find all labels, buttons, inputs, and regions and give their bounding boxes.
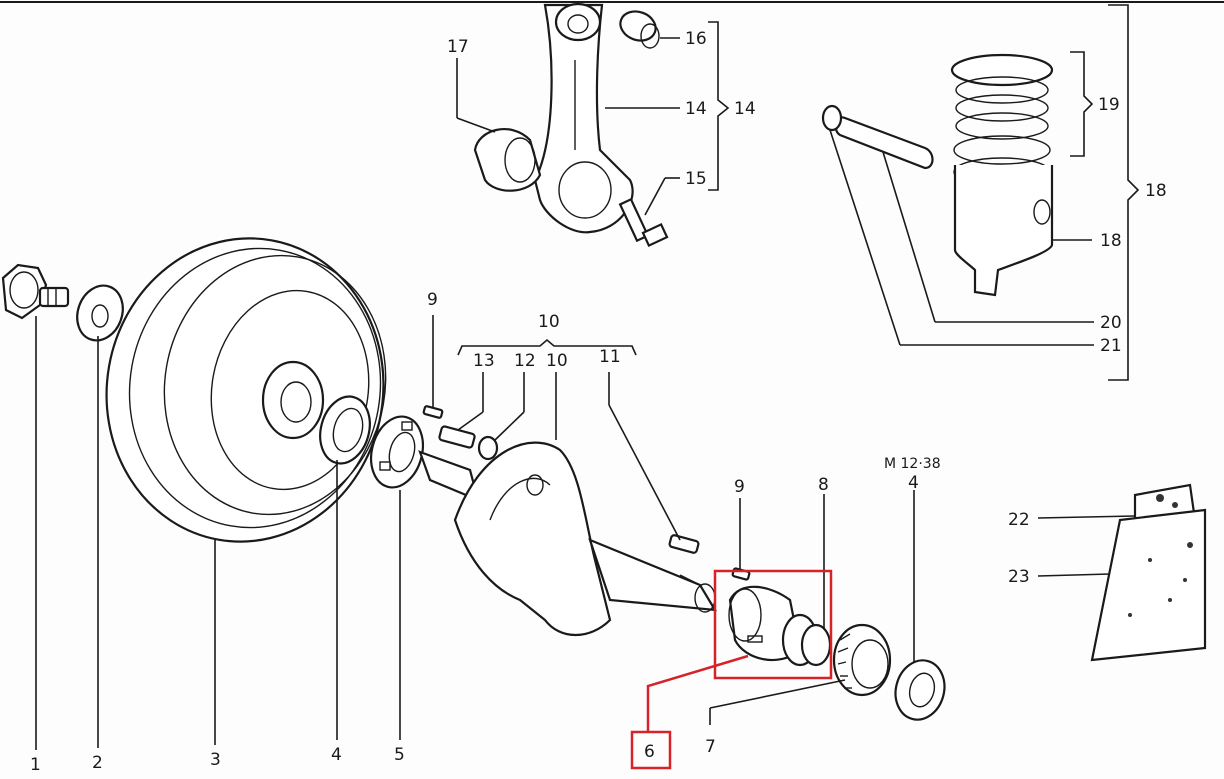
annotation-code: M 12·38 xyxy=(884,456,941,472)
part-piston-pin xyxy=(834,116,934,170)
callout-4-rear: 4 xyxy=(908,473,919,493)
callout-20: 20 xyxy=(1100,313,1122,333)
callout-8: 8 xyxy=(818,475,829,495)
callout-15: 15 xyxy=(685,169,707,189)
part-washer xyxy=(76,284,124,342)
part-big-end-bearing xyxy=(473,128,542,192)
highlight-part-6 xyxy=(630,569,833,770)
highlight-label-box xyxy=(630,730,672,770)
part-rod-bolt xyxy=(618,197,669,248)
part-pin-12 xyxy=(477,435,499,461)
callout-14-group: 14 xyxy=(734,99,756,119)
part-small-end-bushing xyxy=(619,10,660,49)
part-key-11 xyxy=(668,534,700,554)
part-ring-8 xyxy=(800,623,832,667)
callout-18-group: 18 xyxy=(1145,181,1167,201)
callout-5: 5 xyxy=(394,745,405,765)
callout-labels: 1 2 3 4 5 6 7 8 9 9 10 10 11 12 13 14 14… xyxy=(30,29,1167,775)
callout-22: 22 xyxy=(1008,510,1030,530)
part-piston xyxy=(950,53,1054,297)
part-seal-rear xyxy=(894,659,946,721)
callout-6: 6 xyxy=(644,742,655,762)
callout-10-group: 10 xyxy=(538,312,560,332)
part-gasket-kit xyxy=(1090,483,1207,662)
callout-19: 19 xyxy=(1098,95,1120,115)
callout-3: 3 xyxy=(210,750,221,770)
highlight-box xyxy=(713,569,833,680)
leader-lines xyxy=(35,4,1140,750)
callout-4: 4 xyxy=(331,745,342,765)
callout-17: 17 xyxy=(447,37,469,57)
part-connecting-rod xyxy=(533,2,634,234)
callout-10: 10 xyxy=(546,351,568,371)
callout-9-front: 9 xyxy=(427,290,438,310)
callout-2: 2 xyxy=(92,753,103,773)
part-nut xyxy=(1,263,70,320)
callout-23: 23 xyxy=(1008,567,1030,587)
callout-13: 13 xyxy=(473,351,495,371)
callout-12: 12 xyxy=(514,351,536,371)
part-crankshaft xyxy=(418,441,718,637)
callout-11: 11 xyxy=(599,347,621,367)
callout-14: 14 xyxy=(685,99,707,119)
callout-16: 16 xyxy=(685,29,707,49)
callout-18: 18 xyxy=(1100,231,1122,251)
part-pulley xyxy=(105,237,387,543)
callout-21: 21 xyxy=(1100,336,1122,356)
part-key-13 xyxy=(438,425,476,449)
part-circlip xyxy=(821,104,843,132)
part-key-small xyxy=(422,405,444,419)
part-timing-gear xyxy=(832,623,892,697)
callout-9-rear: 9 xyxy=(734,477,745,497)
part-seal-front xyxy=(319,395,371,465)
callout-7: 7 xyxy=(705,737,716,757)
highlight-leader xyxy=(646,654,749,733)
callout-1: 1 xyxy=(30,755,41,775)
